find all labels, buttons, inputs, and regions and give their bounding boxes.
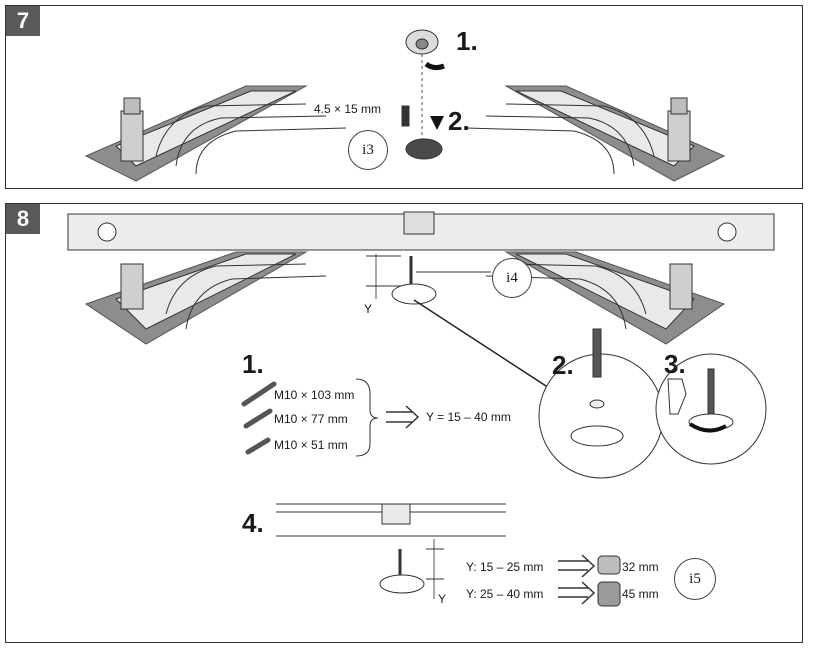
- detail-circle-2: [538, 328, 664, 479]
- substep-1-label: 1.: [242, 349, 264, 379]
- y-dimension-label: Y: [364, 302, 373, 316]
- brace: [355, 378, 379, 457]
- ref-i5-badge: i5: [674, 558, 716, 600]
- foot-plate: [401, 29, 443, 160]
- step-8-illustration: [67, 211, 775, 607]
- rod-label-103: M10 × 103 mm: [274, 388, 355, 402]
- spacer-range-2: Y: 25 – 40 mm: [466, 587, 544, 601]
- spacer-size-1: 32 mm: [622, 560, 659, 574]
- ref-i3-badge: i3: [348, 130, 388, 170]
- substep-4-label: 4.: [242, 508, 264, 538]
- step-7-panel: 7 1. 2. 4.5 × 15 mm i3: [5, 5, 803, 189]
- spacer-icons: [597, 555, 621, 607]
- rod-label-51: M10 × 51 mm: [274, 438, 348, 452]
- step-7-illustration: [84, 29, 726, 182]
- substep-2-label: 2.: [448, 106, 470, 136]
- foot-assembly: [366, 254, 567, 400]
- rotate-arrow: [424, 61, 445, 71]
- tray-corner-left-8: [84, 251, 327, 345]
- tray-corner-right: [465, 85, 726, 182]
- screw-size-label: 4.5 × 15 mm: [314, 102, 382, 116]
- result-arrow: [386, 405, 420, 429]
- down-arrow: [430, 116, 444, 130]
- substep-2-label: 2.: [552, 350, 574, 380]
- substep-3-label: 3.: [664, 349, 686, 379]
- step-number: 7: [6, 6, 40, 36]
- crossbar: [67, 211, 775, 251]
- tray-corner-right-8: [485, 251, 726, 345]
- step-4-beam: [276, 503, 506, 599]
- substep-1-label: 1.: [456, 26, 478, 56]
- tray-corner-left: [84, 85, 347, 182]
- step-number: 8: [6, 204, 40, 234]
- spacer-size-2: 45 mm: [622, 587, 659, 601]
- spacer-range-1: Y: 15 – 25 mm: [466, 560, 544, 574]
- spacer-arrows: [558, 554, 596, 605]
- ref-i4-badge: i4: [492, 258, 532, 298]
- rod-result-label: Y = 15 – 40 mm: [426, 410, 511, 424]
- step-8-panel: 8 i4 Y 1. M10 × 103 mm M10 × 77 mm M10 ×…: [5, 203, 803, 643]
- rod-label-77: M10 × 77 mm: [274, 412, 348, 426]
- y-dimension-label-bottom: Y: [438, 592, 447, 606]
- detail-circle-3: [655, 353, 767, 465]
- threaded-rods: [241, 381, 277, 455]
